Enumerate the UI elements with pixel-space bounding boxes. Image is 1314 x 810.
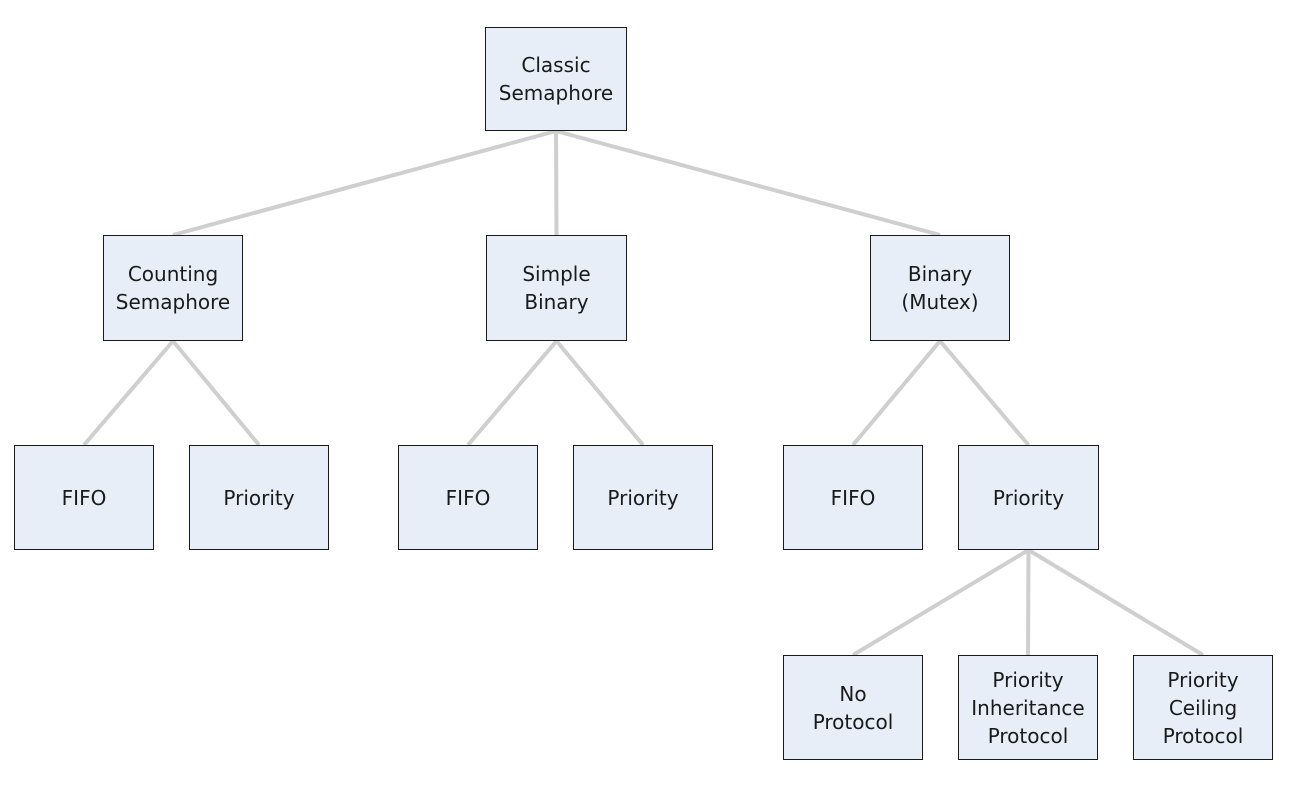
node-label: Simple Binary bbox=[522, 262, 591, 314]
node-no-protocol: No Protocol bbox=[783, 655, 923, 760]
node-label: Classic Semaphore bbox=[498, 53, 614, 105]
node-counting-priority: Priority bbox=[189, 445, 329, 550]
node-counting-fifo: FIFO bbox=[14, 445, 154, 550]
node-binary-mutex: Binary (Mutex) bbox=[870, 235, 1010, 341]
node-label: Priority Ceiling Protocol bbox=[1162, 667, 1244, 748]
node-simple-binary: Simple Binary bbox=[486, 235, 627, 341]
node-label: Priority bbox=[607, 485, 679, 510]
node-priority-ceiling-protocol: Priority Ceiling Protocol bbox=[1133, 655, 1273, 760]
edge-classic-semaphore--counting-semaphore bbox=[172, 129, 557, 237]
node-counting-semaphore: Counting Semaphore bbox=[103, 235, 243, 341]
node-binary-fifo: FIFO bbox=[783, 445, 923, 550]
node-simple-priority: Priority bbox=[573, 445, 713, 550]
edge-binary-priority--no-protocol bbox=[851, 548, 1030, 657]
node-priority-inheritance-protocol: Priority Inheritance Protocol bbox=[958, 655, 1098, 760]
edge-classic-semaphore--simple-binary bbox=[554, 130, 559, 236]
node-label: Priority Inheritance Protocol bbox=[971, 667, 1085, 748]
node-label: Binary (Mutex) bbox=[901, 262, 979, 314]
edge-classic-semaphore--binary-mutex bbox=[555, 129, 941, 237]
edge-counting-semaphore--counting-fifo bbox=[82, 339, 175, 447]
edge-binary-priority--priority-ceiling-protocol bbox=[1027, 548, 1205, 657]
edge-simple-binary--simple-priority bbox=[554, 339, 645, 447]
edge-simple-binary--simple-fifo bbox=[466, 339, 559, 447]
node-label: FIFO bbox=[445, 485, 491, 510]
edge-binary-mutex--binary-priority bbox=[938, 339, 1031, 447]
node-label: FIFO bbox=[830, 485, 876, 510]
node-label: FIFO bbox=[61, 485, 107, 510]
node-label: No Protocol bbox=[812, 681, 894, 734]
node-binary-priority: Priority bbox=[958, 445, 1099, 550]
edge-binary-mutex--binary-fifo bbox=[851, 339, 942, 447]
node-label: Priority bbox=[992, 485, 1065, 510]
node-label: Priority bbox=[223, 485, 295, 510]
node-classic-semaphore: Classic Semaphore bbox=[485, 27, 627, 131]
node-simple-fifo: FIFO bbox=[398, 445, 538, 550]
edge-binary-priority--priority-inheritance-protocol bbox=[1026, 549, 1031, 656]
edge-counting-semaphore--counting-priority bbox=[171, 339, 261, 447]
node-label: Counting Semaphore bbox=[115, 262, 231, 314]
